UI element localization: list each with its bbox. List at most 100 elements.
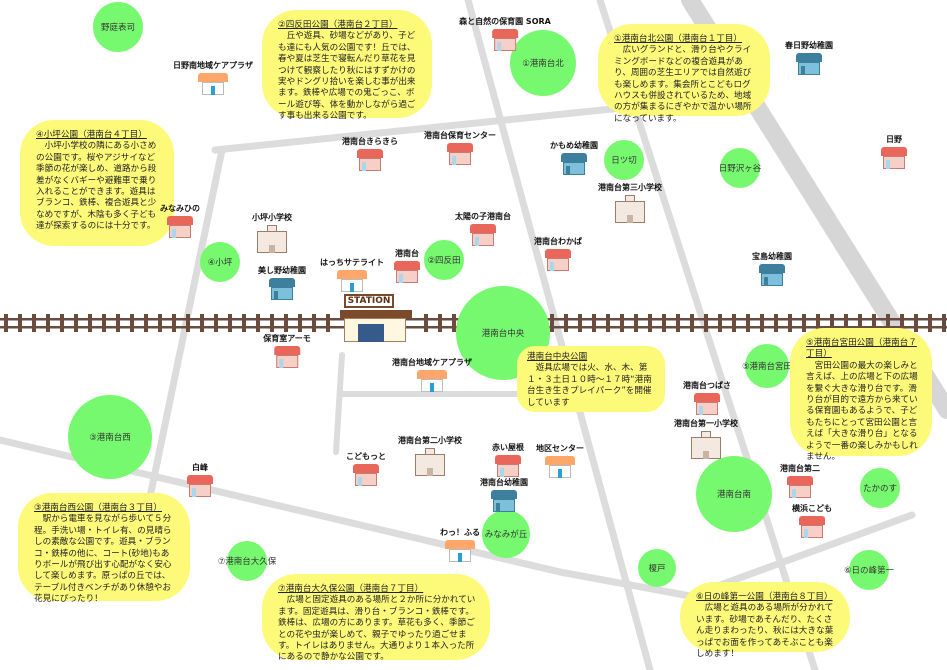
plaza-building-icon xyxy=(445,540,475,562)
facility-school[interactable]: 港南台第一小学校 xyxy=(674,418,738,459)
kinder-building-icon xyxy=(759,264,785,286)
park-marker[interactable]: ①港南台北 xyxy=(510,30,576,96)
facility-nursery[interactable]: 横浜こども xyxy=(792,503,832,538)
rail-tie xyxy=(718,314,722,332)
facility-label: 港南台第一小学校 xyxy=(674,419,738,428)
facility-nursery[interactable]: 白峰 xyxy=(187,462,213,497)
park-marker[interactable]: ③港南台西 xyxy=(68,395,152,479)
rail-tie xyxy=(158,314,162,332)
park-info-bubble: ①港南台北公園（港南台１丁目）広いグランドと、滑り台やクライミングボードなどの複… xyxy=(598,24,770,124)
nursery-building-icon xyxy=(353,464,379,486)
park-marker[interactable]: ②四反田 xyxy=(424,240,464,280)
park-marker[interactable]: 港南台南 xyxy=(696,456,772,532)
nursery-building-icon xyxy=(491,29,518,51)
nursery-building-icon xyxy=(357,149,383,171)
facility-school[interactable]: 港南台第二小学校 xyxy=(398,435,462,476)
park-label: 日野沢ヶ谷 xyxy=(718,164,762,174)
park-info-bubble: ②四反田公園（港南台２丁目）丘や遊具、砂場などがあり、子ども達にも人気の公園です… xyxy=(262,10,432,121)
rail-tie xyxy=(452,314,456,332)
facility-nursery[interactable]: 日野 xyxy=(881,134,907,169)
facility-label: かもめ幼稚園 xyxy=(550,141,598,150)
facility-nursery[interactable]: 港南台つばさ xyxy=(683,380,731,415)
park-label: 港南台南 xyxy=(716,490,751,500)
rail-tie xyxy=(788,314,792,332)
facility-nursery[interactable]: みなみひの xyxy=(160,203,200,238)
road xyxy=(333,352,345,455)
rail-tie xyxy=(774,314,778,332)
park-marker[interactable]: ④小坪 xyxy=(200,242,240,282)
facility-nursery[interactable]: 赤い屋根 xyxy=(492,442,524,477)
facility-kinder[interactable]: かもめ幼稚園 xyxy=(550,140,598,175)
facility-plaza[interactable]: 日野南地域ケアプラザ xyxy=(173,60,253,95)
rail-tie xyxy=(634,314,638,332)
kinder-building-icon xyxy=(269,278,295,300)
facility-kinder[interactable]: 美し野幼稚園 xyxy=(258,265,306,300)
park-info-body: 広いグランドと、滑り台やクライミングボードなどの複合遊具があり、周囲の芝生エリア… xyxy=(614,45,752,124)
facility-plaza[interactable]: 港南台地域ケアプラザ xyxy=(392,357,472,392)
park-label: ⑦港南台大久保 xyxy=(217,557,277,567)
nursery-building-icon xyxy=(167,216,193,238)
kinder-building-icon xyxy=(561,153,587,175)
facility-plaza[interactable]: わっ！ふる xyxy=(440,527,480,562)
park-info-bubble: ③港南台西公園（港南台３丁目）駅から電車を見ながら歩いて５分程。手洗い場・トイレ… xyxy=(18,493,190,604)
park-marker[interactable]: ⑥日の峰第一 xyxy=(844,550,894,590)
road xyxy=(556,568,694,600)
rail-tie xyxy=(32,314,36,332)
rail-tie xyxy=(760,314,764,332)
facility-nursery[interactable]: こどもっと xyxy=(346,451,386,486)
station: STATION xyxy=(340,294,412,344)
park-marker[interactable]: ⑦港南台大久保 xyxy=(218,541,276,581)
facility-label: はっちサテライト xyxy=(320,258,384,267)
park-label: たかのす xyxy=(862,484,897,494)
facility-kinder[interactable]: 宝島幼稚園 xyxy=(752,251,792,286)
rail-tie xyxy=(284,314,288,332)
facility-label: 港南台第二 xyxy=(780,464,820,473)
park-marker[interactable]: 榎戸 xyxy=(638,549,676,587)
facility-nursery[interactable]: 森と自然の保育園 SORA xyxy=(459,16,551,51)
rail-tie xyxy=(816,314,820,332)
facility-nursery[interactable]: 太陽の子港南台 xyxy=(455,211,511,246)
rail-tie xyxy=(914,314,918,332)
rail-tie xyxy=(228,314,232,332)
facility-nursery[interactable]: 港南台きらきら xyxy=(342,136,398,171)
facility-label: 港南台保育センター xyxy=(424,131,496,140)
facility-kinder[interactable]: 春日野幼稚園 xyxy=(785,40,833,75)
nursery-building-icon xyxy=(545,249,571,271)
facility-label: 港南台地域ケアプラザ xyxy=(392,358,472,367)
rail-tie xyxy=(844,314,848,332)
park-info-title: 港南台中央公園 xyxy=(527,352,588,362)
facility-label: 美し野幼稚園 xyxy=(258,266,306,275)
rail-tie xyxy=(18,314,22,332)
park-marker[interactable]: 日野沢ヶ谷 xyxy=(718,148,762,188)
rail-tie xyxy=(130,314,134,332)
facility-nursery[interactable]: 港南台第二 xyxy=(780,463,820,498)
plaza-building-icon xyxy=(337,270,367,292)
nursery-building-icon xyxy=(694,393,720,415)
rail-tie xyxy=(690,314,694,332)
facility-label: みなみひの xyxy=(160,204,200,213)
facility-label: 横浜こども xyxy=(792,504,832,513)
facility-school[interactable]: 港南台第三小学校 xyxy=(598,182,662,223)
park-marker[interactable]: 日ツ切 xyxy=(604,140,644,180)
rail-tie xyxy=(620,314,624,332)
rail-tie xyxy=(704,314,708,332)
facility-plaza[interactable]: 地区センター xyxy=(536,443,584,478)
rail-tie xyxy=(928,314,932,332)
rail-tie xyxy=(74,314,78,332)
park-marker[interactable]: ⑤港南台宮田 xyxy=(742,344,792,388)
park-marker[interactable]: 野庭表司 xyxy=(93,2,143,52)
facility-nursery[interactable]: 港南台わかば xyxy=(534,236,582,271)
facility-nursery[interactable]: 港南台保育センター xyxy=(424,130,496,165)
rail-tie xyxy=(648,314,652,332)
facility-kinder[interactable]: 港南台幼稚園 xyxy=(480,477,528,512)
park-marker[interactable]: みなみが丘 xyxy=(482,510,530,558)
school-building-icon xyxy=(415,448,445,476)
park-marker[interactable]: たかのす xyxy=(860,468,900,508)
facility-nursery[interactable]: 保育室アーモ xyxy=(263,333,311,368)
facility-label: 港南台わかば xyxy=(534,237,582,246)
station-sign: STATION xyxy=(344,294,394,308)
facility-school[interactable]: 小坪小学校 xyxy=(252,212,292,253)
rail-tie xyxy=(144,314,148,332)
facility-nursery[interactable]: 港南台 xyxy=(394,248,420,283)
facility-plaza[interactable]: はっちサテライト xyxy=(320,257,384,292)
